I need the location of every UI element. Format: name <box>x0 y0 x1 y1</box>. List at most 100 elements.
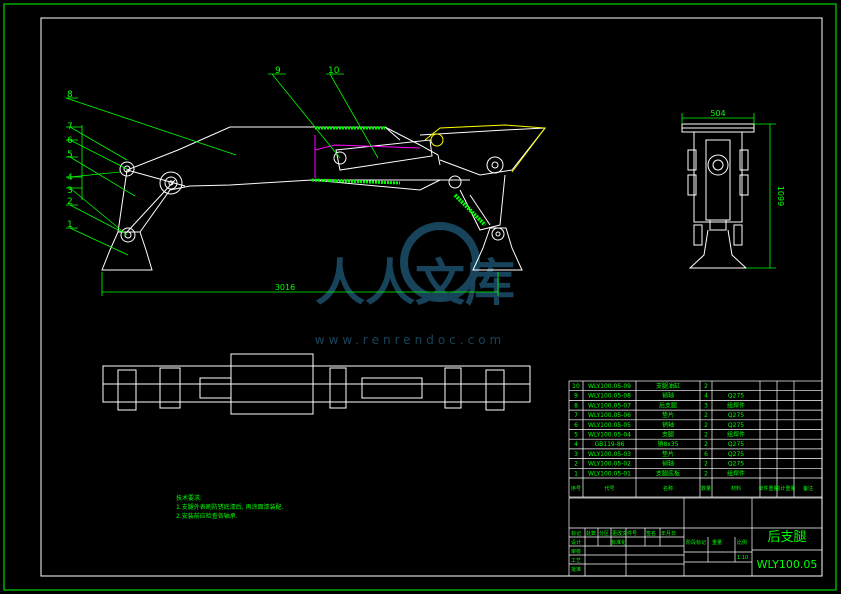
dimension-length-text: 3016 <box>275 283 295 292</box>
callout-4: 4 <box>67 173 73 183</box>
outer-border <box>3 3 837 591</box>
parts-cell-no: 1 <box>574 470 578 477</box>
parts-cell-code: WLY100.05-09 <box>588 383 631 390</box>
parts-header-unit_weight: 单件重量 <box>758 485 778 492</box>
dimension-length <box>101 272 499 296</box>
top-view <box>102 353 531 415</box>
callout-5: 5 <box>67 150 73 160</box>
tb-label-stage: 阶段标记 <box>686 539 706 546</box>
parts-cell-code: WLY100.05-08 <box>588 393 631 400</box>
callout-6: 6 <box>67 136 73 146</box>
parts-cell-material: 组焊件 <box>727 469 745 477</box>
callout-2: 2 <box>67 197 73 207</box>
parts-cell-no: 5 <box>574 432 578 439</box>
accent-yellow <box>424 124 546 173</box>
notes-line-2: 2.安装前应检查各轴承. <box>176 512 238 520</box>
tb-label-zone: 分区 <box>599 530 609 537</box>
title-block <box>568 497 823 577</box>
tb-scale-value: 1:10 <box>737 555 748 561</box>
parts-cell-qty: 2 <box>704 422 708 429</box>
callout-3: 3 <box>67 186 73 196</box>
callout-9: 9 <box>275 66 281 76</box>
tb-label-review: 审核 <box>571 548 581 555</box>
parts-cell-qty: 2 <box>704 461 708 468</box>
side-view <box>681 123 755 269</box>
dimension-side <box>681 113 776 269</box>
notes-title: 技术要求: <box>176 494 202 502</box>
parts-cell-material: Q275 <box>728 422 744 429</box>
parts-cell-name: 垫片 <box>662 450 674 458</box>
parts-cell-code: GB119-86 <box>594 441 624 448</box>
callouts: 1 2 3 4 5 6 7 8 9 10 <box>67 66 340 230</box>
parts-cell-name: 垫片 <box>662 411 674 419</box>
tb-label-scale: 比例 <box>737 539 747 546</box>
dimension-side-height: 1099 <box>776 186 785 206</box>
watermark: 人人文库 www.renrendoc.com <box>315 222 515 347</box>
parts-cell-no: 4 <box>574 441 578 448</box>
inner-border <box>40 17 823 577</box>
callout-8: 8 <box>67 90 73 100</box>
parts-cell-no: 7 <box>574 412 578 419</box>
parts-header-total_weight: 总计重量 <box>775 485 795 492</box>
parts-cell-no: 8 <box>574 402 578 409</box>
parts-header-name: 名称 <box>663 485 673 492</box>
parts-cell-code: WLY100.05-02 <box>588 461 631 468</box>
tb-label-weight: 重量 <box>712 539 722 546</box>
parts-cell-name: 销8x35 <box>657 440 678 448</box>
parts-cell-name: 支腿底板 <box>656 469 680 477</box>
parts-cell-material: Q275 <box>728 451 744 458</box>
parts-header-qty: 数量 <box>701 485 711 492</box>
parts-header-note: 备注 <box>803 485 813 492</box>
parts-cell-qty: 3 <box>704 402 708 409</box>
parts-cell-material: Q275 <box>728 461 744 468</box>
hatch <box>311 126 487 227</box>
parts-cell-name: 销轴 <box>662 460 674 468</box>
parts-cell-no: 3 <box>574 451 578 458</box>
accent-magenta <box>314 135 421 178</box>
tb-label-date: 年月日 <box>661 530 676 537</box>
front-view <box>101 126 547 271</box>
leaders <box>65 73 379 256</box>
parts-cell-material: Q275 <box>728 393 744 400</box>
parts-cell-qty: 4 <box>704 393 708 400</box>
parts-cell-no: 10 <box>572 383 580 390</box>
parts-cell-code: WLY100.05-07 <box>588 402 631 409</box>
parts-cell-material: 组焊件 <box>727 401 745 409</box>
parts-cell-qty: 2 <box>704 470 708 477</box>
tb-label-design: 设计 <box>571 539 581 546</box>
parts-cell-name: 后支腿 <box>659 401 677 409</box>
parts-cell-qty: 2 <box>704 412 708 419</box>
parts-cell-no: 9 <box>574 393 578 400</box>
parts-cell-qty: 2 <box>704 432 708 439</box>
parts-cell-material: 组焊件 <box>727 431 745 439</box>
parts-cell-code: WLY100.05-03 <box>588 451 631 458</box>
tb-label-standard: 标准化 <box>611 539 626 546</box>
dimension-side-width: 504 <box>710 109 725 118</box>
watermark-text: 人人文库 <box>315 254 515 312</box>
tb-label-count: 处数 <box>586 530 596 537</box>
tb-label-sign: 签名 <box>646 530 656 537</box>
drawing-number: WLY100.05 <box>757 558 818 571</box>
parts-cell-code: WLY100.05-04 <box>588 432 631 439</box>
parts-cell-material: Q275 <box>728 441 744 448</box>
notes-line-1: 1.支腿外表刷防锈底漆后, 再涂面漆装配. <box>176 503 284 511</box>
tb-label-process: 工艺 <box>571 558 581 564</box>
callout-10: 10 <box>328 66 340 76</box>
parts-header-material: 材料 <box>731 485 741 492</box>
parts-cell-name: 支腿 <box>662 431 674 439</box>
parts-cell-material: Q275 <box>728 412 744 419</box>
drawing-name: 后支腿 <box>767 530 806 545</box>
parts-cell-qty: 2 <box>704 383 708 390</box>
parts-cell-code: WLY100.05-06 <box>588 412 631 419</box>
parts-cell-no: 2 <box>574 461 578 468</box>
parts-cell-code: WLY100.05-05 <box>588 422 631 429</box>
tech-notes: 技术要求: 1.支腿外表刷防锈底漆后, 再涂面漆装配. 2.安装前应检查各轴承. <box>176 494 284 520</box>
parts-cell-qty: 6 <box>704 451 708 458</box>
parts-cell-code: WLY100.05-01 <box>588 470 631 477</box>
tb-label-approve: 批准 <box>571 566 581 573</box>
parts-cell-name: 销轴 <box>662 421 674 429</box>
callout-1: 1 <box>67 220 73 230</box>
parts-cell-no: 6 <box>574 422 578 429</box>
